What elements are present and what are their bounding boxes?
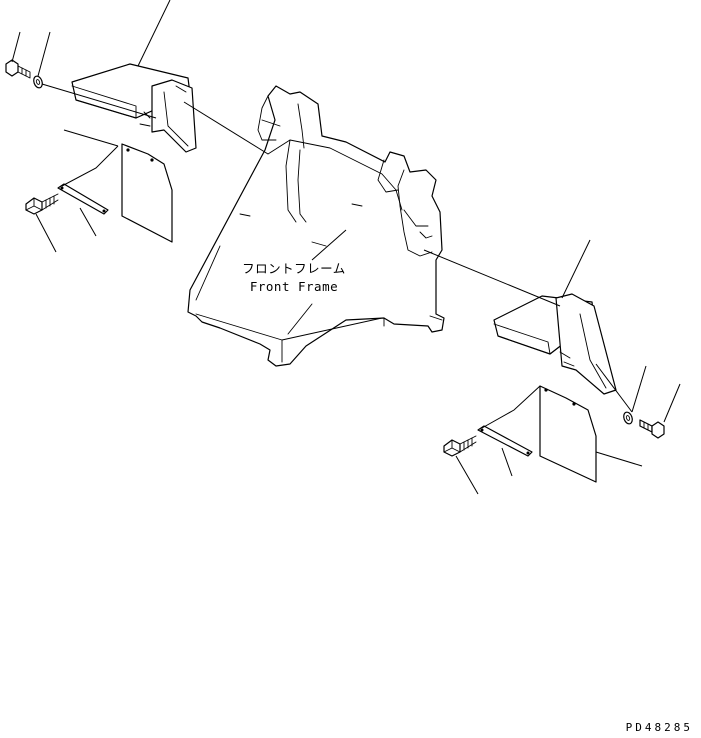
- washer-right: [623, 411, 633, 425]
- mud-flap-right: [539, 385, 597, 483]
- leader-lines: [11, 0, 681, 495]
- drawing-number: PD48285: [625, 721, 693, 734]
- fender-right: [493, 293, 617, 395]
- fender-left: [71, 63, 197, 153]
- bolt-left-upper: [5, 59, 31, 79]
- washer-left: [33, 75, 43, 89]
- mud-flap-left: [121, 143, 173, 243]
- front-frame-label-en: Front Frame: [249, 279, 339, 294]
- bolt-right-lower: [443, 435, 477, 457]
- bolt-right-upper: [639, 419, 665, 439]
- retainer-strip-right: [477, 425, 533, 457]
- bolt-left-lower: [25, 193, 59, 215]
- front-frame-icon: [187, 85, 445, 367]
- retainer-strip-left: [57, 183, 109, 215]
- front-frame-label-jp: フロントフレーム: [242, 261, 346, 276]
